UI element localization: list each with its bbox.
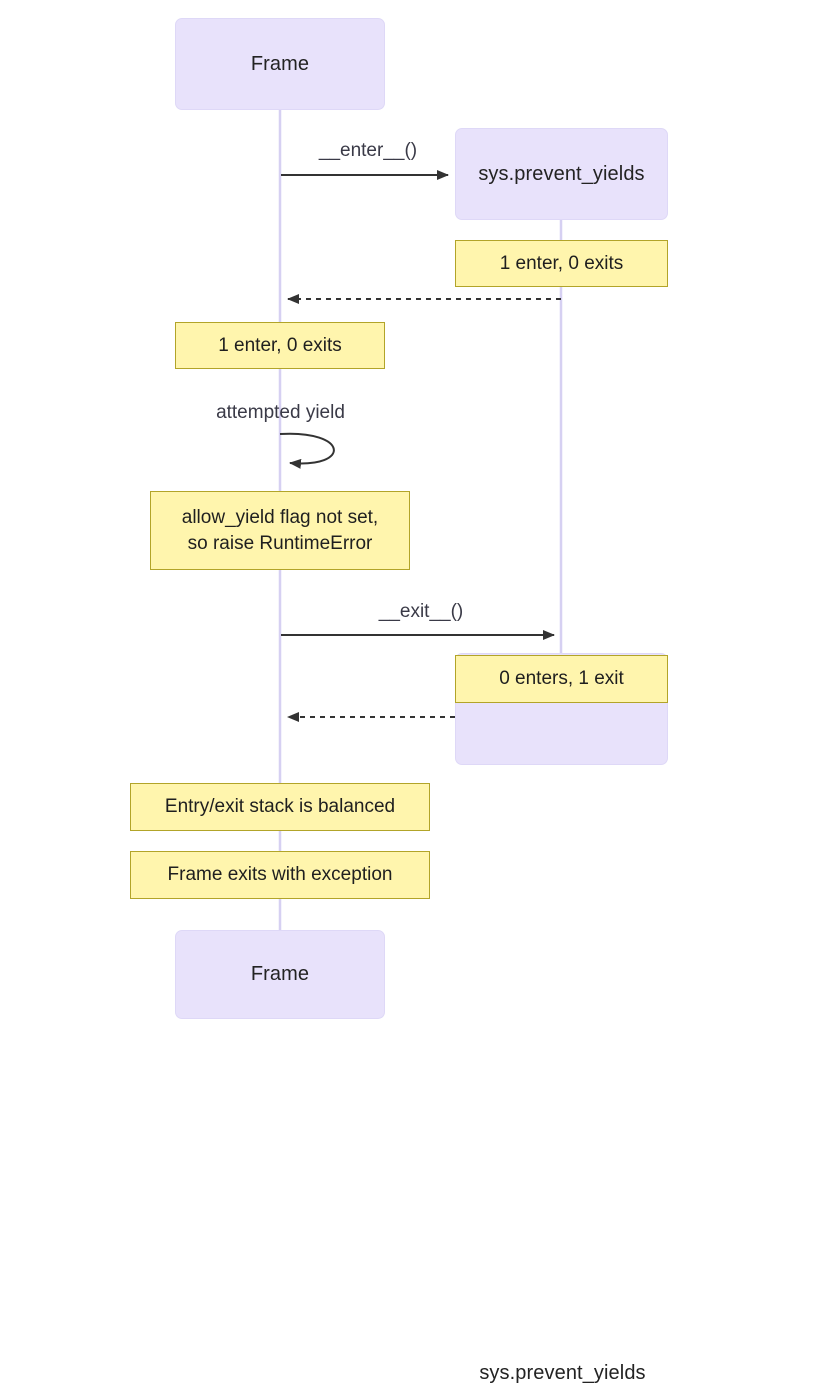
note-stack-balanced-text: Entry/exit stack is balanced <box>164 796 396 818</box>
participant-label-frame-top: Frame <box>250 52 310 75</box>
note-stack-balanced: Entry/exit stack is balanced <box>130 783 430 831</box>
note-sys-exit: 0 enters, 1 exit <box>455 655 668 703</box>
note-frame-exception: Frame exits with exception <box>130 851 430 899</box>
note-frame-enter-text: 1 enter, 0 exits <box>218 334 342 356</box>
note-raise-line-2: so raise RuntimeError <box>187 532 373 554</box>
note-sys-enter-text: 1 enter, 0 exits <box>499 252 624 274</box>
participant-box-frame-top[interactable]: Frame <box>175 18 385 110</box>
participant-box-frame-bottom[interactable]: Frame <box>175 930 385 1019</box>
note-raise-runtime-error: allow_yield flag not set, so raise Runti… <box>150 491 410 570</box>
message-label-attempted-yield: attempted yield <box>198 402 363 424</box>
sequence-diagram: Frame sys.prevent_yields __enter__() 1 e… <box>130 18 668 1384</box>
message-label-exit-text: __exit__() <box>378 601 464 622</box>
message-label-enter: __enter__() <box>281 140 455 162</box>
note-sys-enter: 1 enter, 0 exits <box>455 240 668 287</box>
participant-label-sys-bottom: sys.prevent_yields <box>479 1362 646 1384</box>
message-arrow-self-loop <box>279 432 335 469</box>
message-label-enter-text: __enter__() <box>318 140 418 161</box>
message-label-attempted-yield-text: attempted yield <box>216 402 345 423</box>
message-label-exit: __exit__() <box>281 601 561 623</box>
note-raise-line-1: allow_yield flag not set, <box>181 506 379 528</box>
participant-label-sys-top: sys.prevent_yields <box>478 162 645 185</box>
note-frame-enter: 1 enter, 0 exits <box>175 322 385 369</box>
note-sys-exit-text: 0 enters, 1 exit <box>499 668 624 690</box>
participant-box-sys-top[interactable]: sys.prevent_yields <box>455 128 668 220</box>
note-frame-exception-text: Frame exits with exception <box>167 864 393 886</box>
participant-label-frame-bottom: Frame <box>250 963 310 985</box>
